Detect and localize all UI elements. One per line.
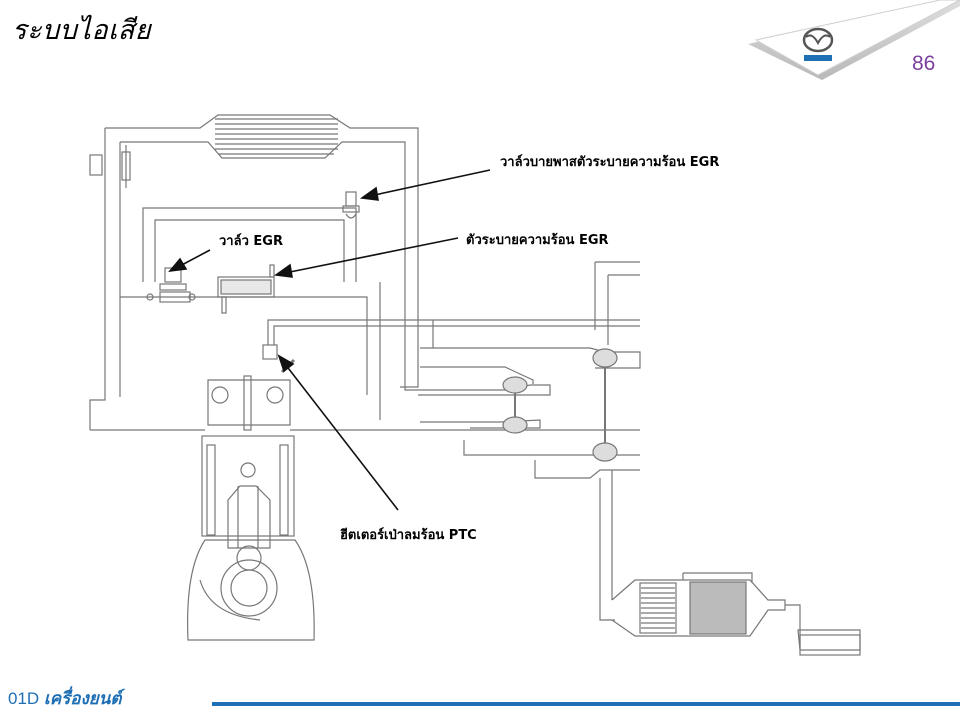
egr-cooler	[217, 264, 275, 314]
engine-cylinder	[201, 435, 295, 549]
ptc-heater	[262, 344, 278, 360]
egr-cooler-bypass-valve	[342, 191, 360, 219]
intake-pipe-inner	[120, 141, 406, 378]
page-number: 86	[912, 52, 936, 75]
mazda-logo-icon	[802, 27, 834, 61]
arrow-ptc-heater	[277, 354, 399, 511]
label-egr-cooler: ตัวระบายความร้อน EGR	[466, 233, 609, 248]
arrow-egr-cooler	[273, 237, 459, 278]
intake-pipe-left-outer	[89, 128, 106, 430]
footer-divider	[212, 702, 960, 706]
turbo-wheel-lower	[502, 376, 528, 434]
egr-manifold-pipe	[120, 296, 368, 395]
header-banner	[748, 0, 960, 80]
intercooler	[215, 118, 338, 155]
footer-name: เครื่องยนต์	[43, 689, 122, 708]
engine-cylinder-head	[207, 358, 296, 431]
ptc-pipe-inner	[273, 325, 640, 345]
intake-pipe-outer	[105, 114, 419, 388]
turbo-wheel-upper	[592, 348, 618, 462]
label-ptc-heater: ฮีตเตอร์เป่าลมร้อน PTC	[340, 528, 477, 543]
egr-bypass-pipe-inner	[154, 219, 345, 282]
egr-bypass-pipe-outer	[142, 207, 357, 282]
arrow-egr-cooler-bypass-valve	[359, 169, 491, 201]
label-egr-cooler-bypass-valve: วาล์วบายพาสตัวระบายความร้อน EGR	[500, 155, 720, 170]
diesel-particulate-filter	[611, 572, 786, 637]
label-egr-valve: วาล์ว EGR	[219, 234, 283, 249]
footer-section: 01D เครื่องยนต์	[8, 685, 121, 712]
muffler	[785, 604, 861, 656]
egr-valve	[146, 267, 196, 303]
engine-crankcase	[187, 539, 315, 641]
footer-code: 01D	[8, 689, 40, 708]
ptc-pipe-outer	[267, 319, 640, 345]
arrow-egr-valve	[168, 249, 211, 273]
slide-title: ระบบไอเสีย	[12, 15, 152, 46]
sensor-left	[89, 154, 103, 176]
